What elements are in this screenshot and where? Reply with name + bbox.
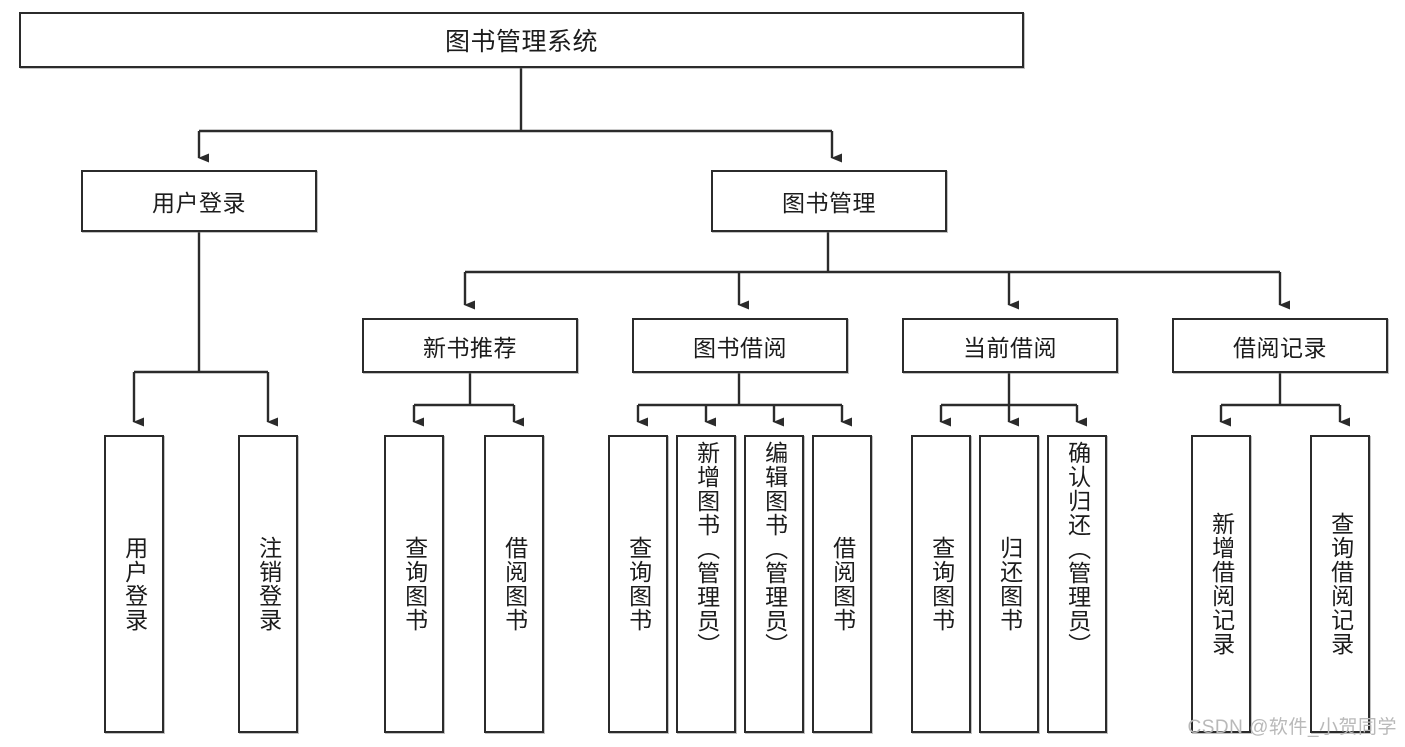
node-root-book-management-system[interactable]: 图书管理系统 bbox=[19, 12, 1024, 68]
leaf-confirm-return-admin[interactable]: 确认归还（管理员） bbox=[1047, 435, 1107, 733]
node-new-book-recommend[interactable]: 新书推荐 bbox=[362, 318, 578, 373]
leaf-label: 确认归还（管理员） bbox=[1064, 441, 1091, 657]
node-label: 图书管理系统 bbox=[444, 28, 598, 56]
leaf-label: 查询图书 bbox=[928, 536, 955, 632]
leaf-borrow-book-recommend[interactable]: 借阅图书 bbox=[484, 435, 544, 733]
leaf-logout-login[interactable]: 注销登录 bbox=[238, 435, 298, 733]
leaf-label: 查询图书 bbox=[401, 536, 428, 632]
csdn-watermark: CSDN @软件_小贺同学 bbox=[1187, 717, 1397, 738]
leaf-label: 借阅图书 bbox=[501, 536, 528, 632]
leaf-edit-book-admin[interactable]: 编辑图书（管理员） bbox=[744, 435, 804, 733]
leaf-return-book[interactable]: 归还图书 bbox=[979, 435, 1039, 733]
leaf-query-borrow-record[interactable]: 查询借阅记录 bbox=[1310, 435, 1370, 733]
leaf-query-book-current[interactable]: 查询图书 bbox=[911, 435, 971, 733]
leaf-borrow-book-borrow[interactable]: 借阅图书 bbox=[812, 435, 872, 733]
leaf-label: 用户登录 bbox=[121, 536, 148, 632]
leaf-label: 编辑图书（管理员） bbox=[761, 441, 788, 657]
node-user-login[interactable]: 用户登录 bbox=[81, 170, 317, 232]
node-label: 新书推荐 bbox=[423, 334, 517, 361]
leaf-label: 新增借阅记录 bbox=[1208, 512, 1235, 656]
node-label: 借阅记录 bbox=[1233, 334, 1327, 361]
leaf-label: 借阅图书 bbox=[829, 536, 856, 632]
node-label: 图书管理 bbox=[782, 190, 876, 216]
node-borrow-record[interactable]: 借阅记录 bbox=[1172, 318, 1388, 373]
node-label: 图书借阅 bbox=[693, 334, 787, 361]
leaf-add-book-admin[interactable]: 新增图书（管理员） bbox=[676, 435, 736, 733]
node-book-borrow[interactable]: 图书借阅 bbox=[632, 318, 848, 373]
node-label: 当前借阅 bbox=[963, 334, 1057, 361]
node-label: 用户登录 bbox=[152, 190, 246, 216]
leaf-label: 注销登录 bbox=[255, 536, 282, 632]
leaf-label: 归还图书 bbox=[996, 536, 1023, 632]
leaf-label: 查询图书 bbox=[625, 536, 652, 632]
leaf-query-book-borrow[interactable]: 查询图书 bbox=[608, 435, 668, 733]
leaf-label: 新增图书（管理员） bbox=[693, 441, 720, 657]
node-book-manage[interactable]: 图书管理 bbox=[711, 170, 947, 232]
leaf-user-login[interactable]: 用户登录 bbox=[104, 435, 164, 733]
node-current-borrow[interactable]: 当前借阅 bbox=[902, 318, 1118, 373]
leaf-label: 查询借阅记录 bbox=[1327, 512, 1354, 656]
leaf-query-book-recommend[interactable]: 查询图书 bbox=[384, 435, 444, 733]
leaf-add-borrow-record[interactable]: 新增借阅记录 bbox=[1191, 435, 1251, 733]
